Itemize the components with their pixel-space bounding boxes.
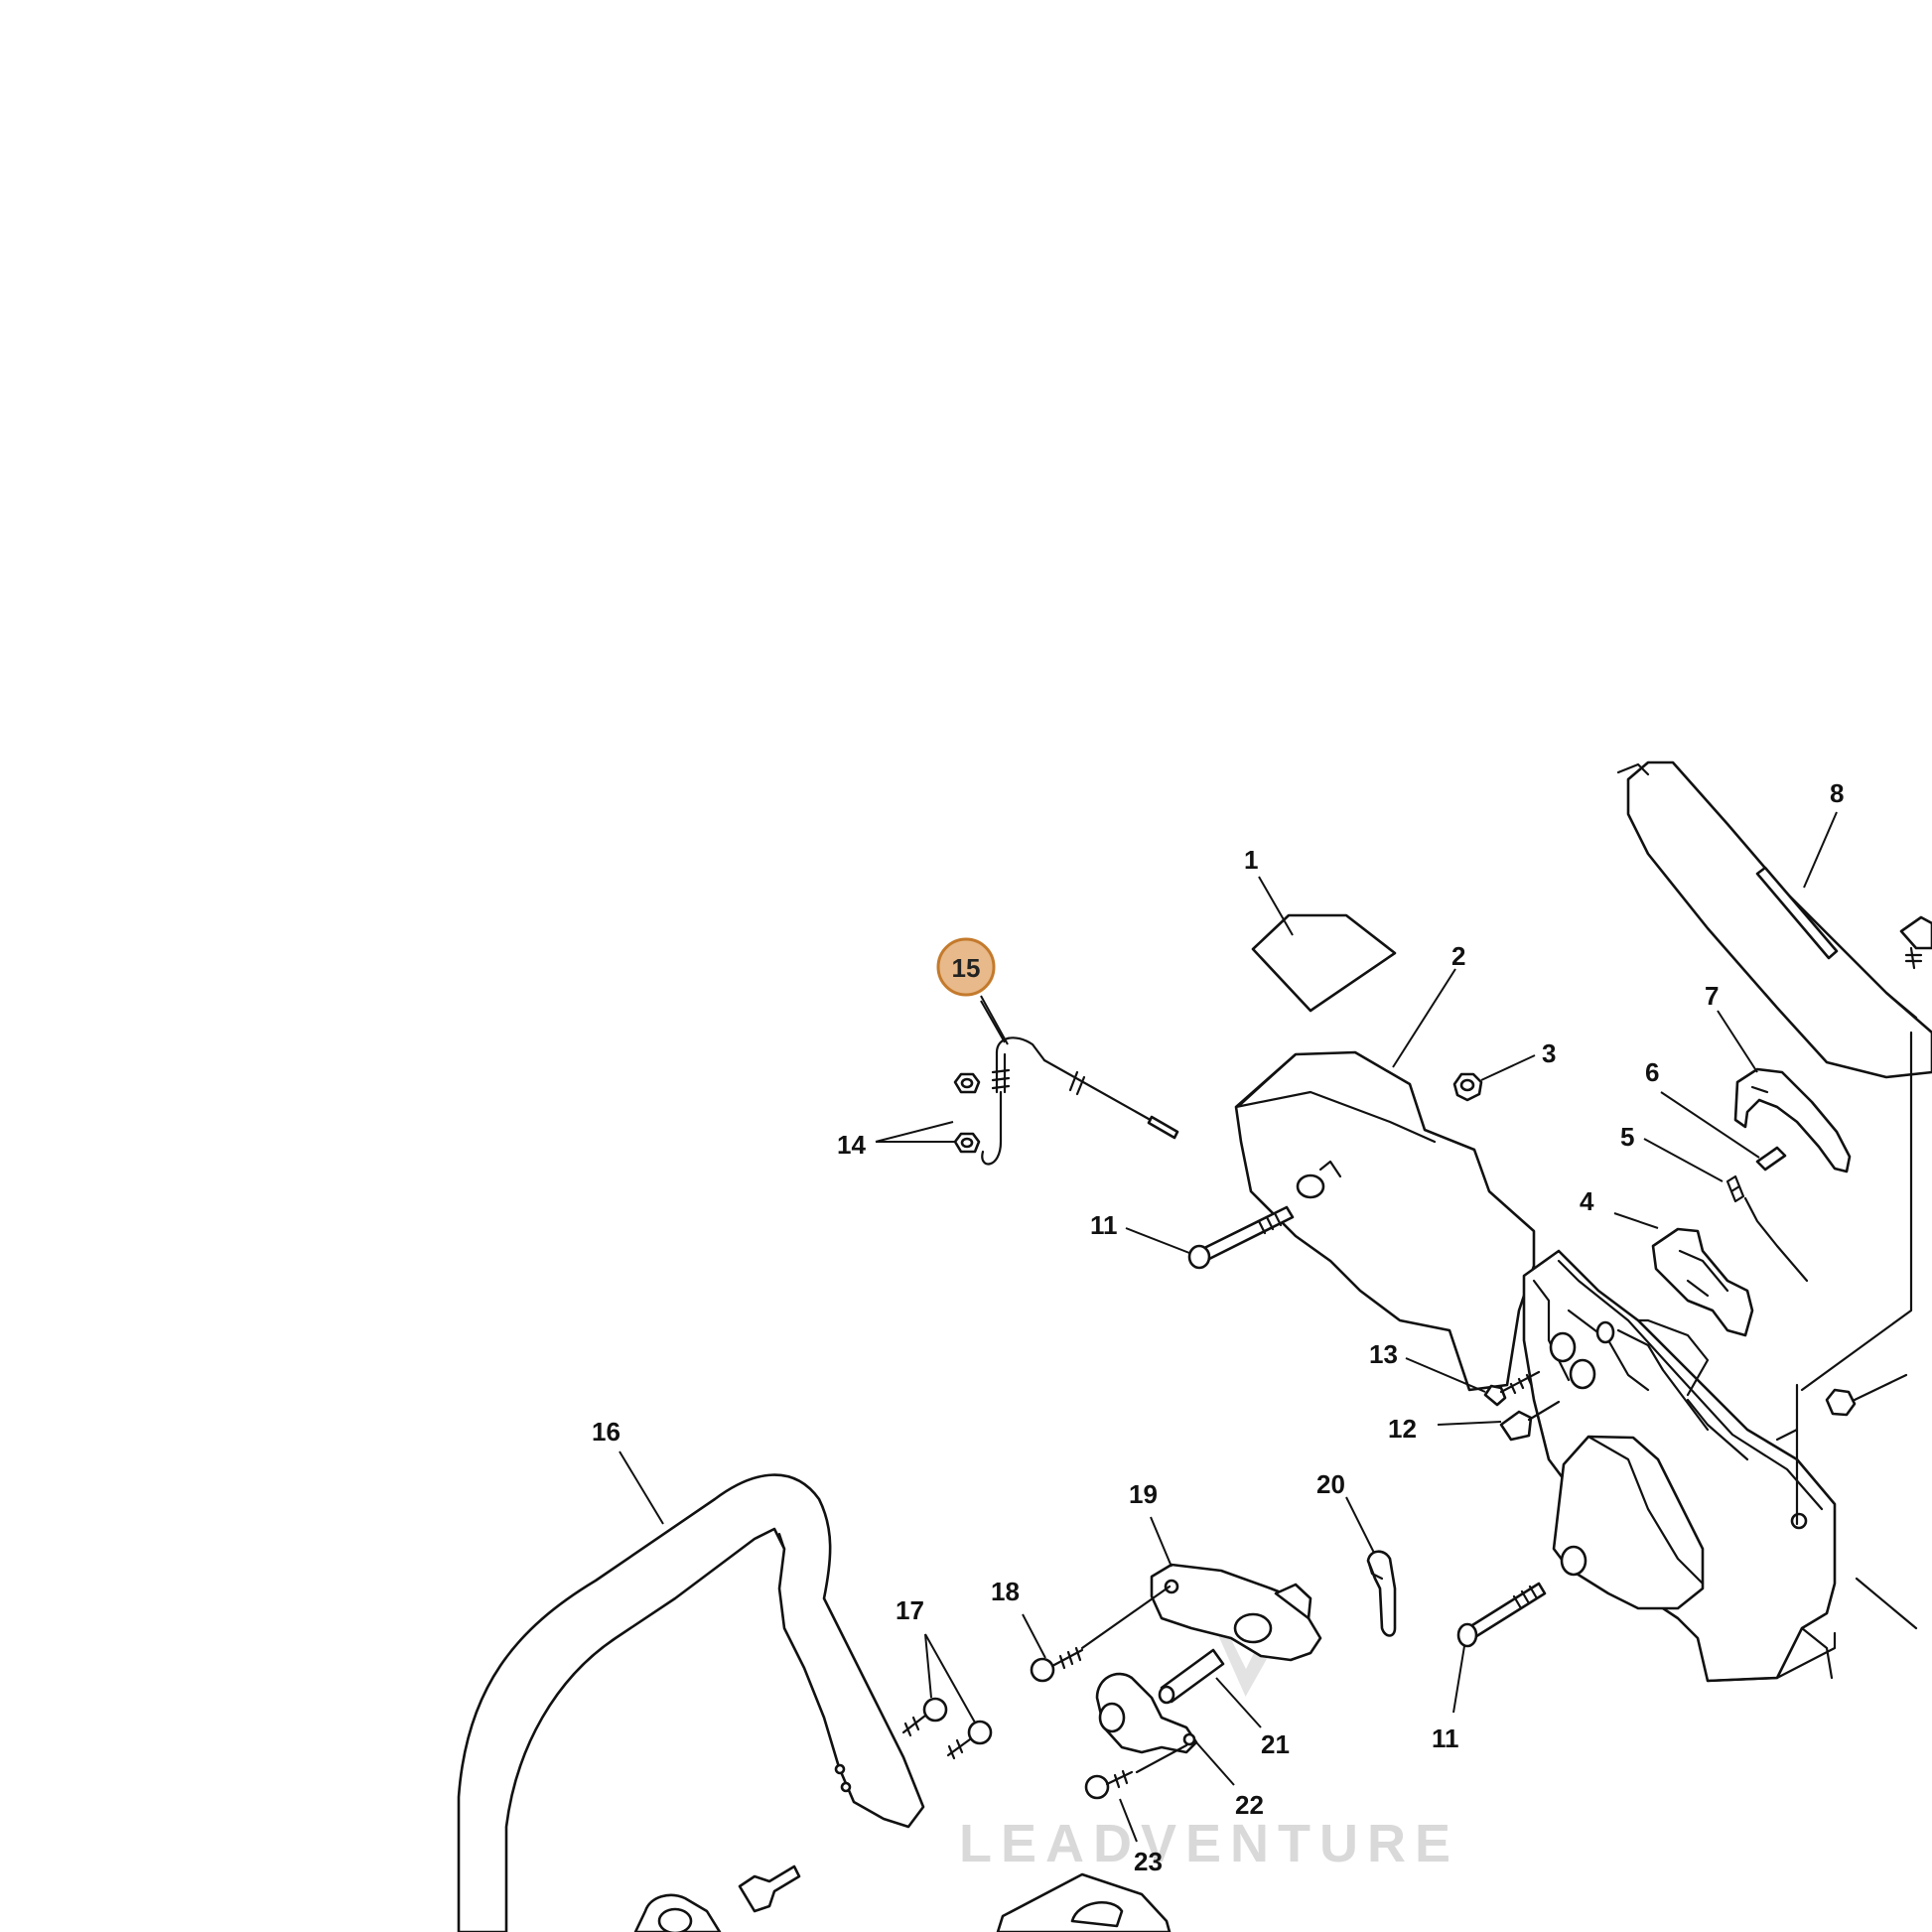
callout-15[interactable]: 15 <box>952 953 981 983</box>
watermark: LEADVENTURE <box>959 1596 1459 1873</box>
callout-21[interactable]: 21 <box>1261 1729 1290 1759</box>
callout-5[interactable]: 5 <box>1620 1122 1634 1152</box>
callout-4[interactable]: 4 <box>1580 1186 1594 1216</box>
part-handle-housing <box>1234 1050 1536 1392</box>
part-rod <box>1775 1031 1913 1526</box>
part-sleeve-12 <box>1499 1400 1561 1442</box>
part-av-mount <box>1080 1563 1322 1662</box>
part-rubber-buffer <box>1095 1672 1198 1754</box>
callout-11-lower[interactable]: 11 <box>1432 1724 1459 1753</box>
watermark-text: LEADVENTURE <box>959 1814 1459 1873</box>
part-handle-frame <box>1522 1249 1918 1683</box>
leader-lines <box>619 811 1838 1843</box>
callout-7[interactable]: 7 <box>1705 981 1719 1011</box>
part-pin <box>1755 1146 1787 1172</box>
part-pin-21 <box>1158 1648 1225 1705</box>
part-screw-13 <box>1483 1370 1541 1407</box>
part-decal <box>1251 913 1397 1013</box>
callout-12[interactable]: 12 <box>1388 1414 1417 1444</box>
callout-15-highlighted[interactable]: 15 <box>936 937 1009 1045</box>
callout-8[interactable]: 8 <box>1830 778 1844 808</box>
callout-15-leader <box>980 995 1009 1045</box>
highlight-circle[interactable] <box>936 937 996 997</box>
part-lockout-lever <box>1651 1227 1754 1337</box>
part-screw-23 <box>1084 1743 1188 1800</box>
part-handlebar <box>457 1473 925 1932</box>
part-nuts-pair <box>953 1072 981 1154</box>
part-bottom-mount <box>633 1864 1172 1932</box>
callout-3[interactable]: 3 <box>1542 1038 1556 1068</box>
callout-23[interactable]: 23 <box>1134 1847 1163 1876</box>
part-nut <box>1452 1072 1483 1102</box>
part-bolt-lower <box>1456 1582 1547 1648</box>
callout-14[interactable]: 14 <box>837 1130 866 1160</box>
part-spring <box>1725 1174 1809 1283</box>
part-clip <box>1366 1550 1397 1637</box>
part-screw-17a <box>901 1697 948 1737</box>
callout-17[interactable]: 17 <box>896 1595 924 1625</box>
callout-16[interactable]: 16 <box>592 1417 621 1447</box>
part-throttle-cable <box>981 1036 1179 1166</box>
callout-19[interactable]: 19 <box>1129 1479 1158 1509</box>
part-bolt-upper <box>1187 1205 1295 1270</box>
part-trigger <box>1733 1067 1852 1173</box>
callout-13[interactable]: 13 <box>1369 1339 1398 1369</box>
callout-22[interactable]: 22 <box>1235 1790 1264 1820</box>
part-screw-18 <box>1030 1646 1084 1683</box>
part-screw-17b <box>946 1720 993 1760</box>
callout-20[interactable]: 20 <box>1316 1469 1345 1499</box>
part-screw-small <box>1899 915 1932 970</box>
callout-18[interactable]: 18 <box>991 1577 1020 1606</box>
callout-1[interactable]: 1 <box>1244 845 1258 875</box>
callout-11-upper[interactable]: 11 <box>1090 1210 1118 1240</box>
callout-2[interactable]: 2 <box>1451 941 1465 971</box>
callout-labels: 1 2 3 4 5 6 7 8 11 11 12 13 14 16 17 18 … <box>592 778 1844 1876</box>
callout-6[interactable]: 6 <box>1645 1057 1659 1087</box>
part-handle-cover <box>1616 760 1932 1079</box>
